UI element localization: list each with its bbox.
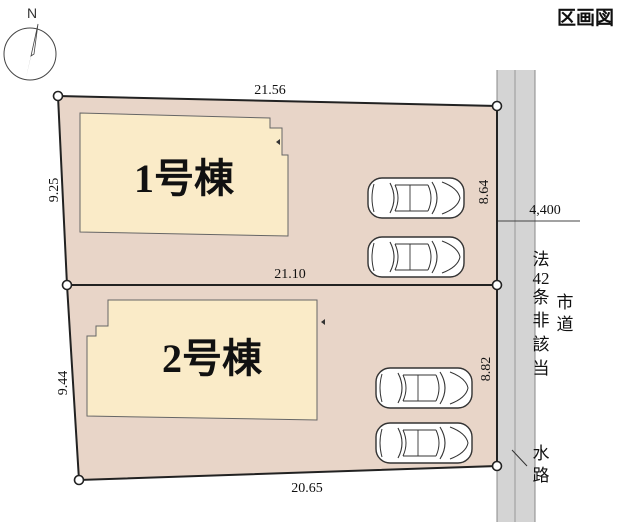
svg-text:非: 非 bbox=[533, 311, 550, 330]
road bbox=[497, 70, 535, 522]
entrance-marker-icon bbox=[321, 319, 325, 325]
north-label: N bbox=[27, 5, 37, 21]
dimension-shared-boundary: 21.10 bbox=[274, 267, 306, 282]
svg-text:法: 法 bbox=[533, 250, 550, 269]
svg-text:道: 道 bbox=[557, 315, 574, 334]
dimension-lot1-top: 21.56 bbox=[254, 83, 286, 98]
car-icon bbox=[367, 177, 465, 219]
road-type-label: 市 道 bbox=[557, 293, 574, 334]
svg-text:当: 当 bbox=[533, 359, 550, 378]
svg-text:該: 該 bbox=[533, 335, 550, 354]
svg-text:路: 路 bbox=[533, 466, 550, 485]
boundary-markers bbox=[52, 90, 503, 486]
dimension-road-width: 4,400 bbox=[529, 203, 561, 218]
north-arrow-icon: N bbox=[3, 5, 57, 81]
car-icon bbox=[375, 367, 473, 409]
page-title: 区画図 bbox=[557, 7, 614, 29]
building-1-footprint bbox=[79, 112, 289, 237]
car-icon bbox=[367, 236, 465, 278]
building-1-label: 1号棟 bbox=[134, 156, 235, 201]
road-status-label: 非 該 当 bbox=[533, 311, 550, 378]
dimension-lot2-right: 8.82 bbox=[479, 357, 494, 382]
dimension-lot2-left: 9.44 bbox=[56, 371, 71, 396]
car-icon bbox=[375, 422, 473, 464]
entrance-marker-icon bbox=[276, 139, 280, 145]
svg-text:市: 市 bbox=[557, 293, 574, 312]
svg-text:条: 条 bbox=[533, 288, 550, 307]
waterway-label: 水 路 bbox=[533, 444, 550, 485]
dimension-lot2-bottom: 20.65 bbox=[291, 481, 323, 496]
dimension-lot1-left: 9.25 bbox=[47, 178, 62, 203]
svg-text:水: 水 bbox=[533, 444, 550, 463]
dimension-lot1-right: 8.64 bbox=[477, 180, 492, 205]
road-article-label: 法 42 条 bbox=[533, 250, 550, 307]
svg-text:42: 42 bbox=[533, 269, 550, 288]
building-2-label: 2号棟 bbox=[162, 336, 263, 381]
building-2-footprint bbox=[86, 299, 318, 421]
waterway-leader-line bbox=[511, 449, 528, 467]
